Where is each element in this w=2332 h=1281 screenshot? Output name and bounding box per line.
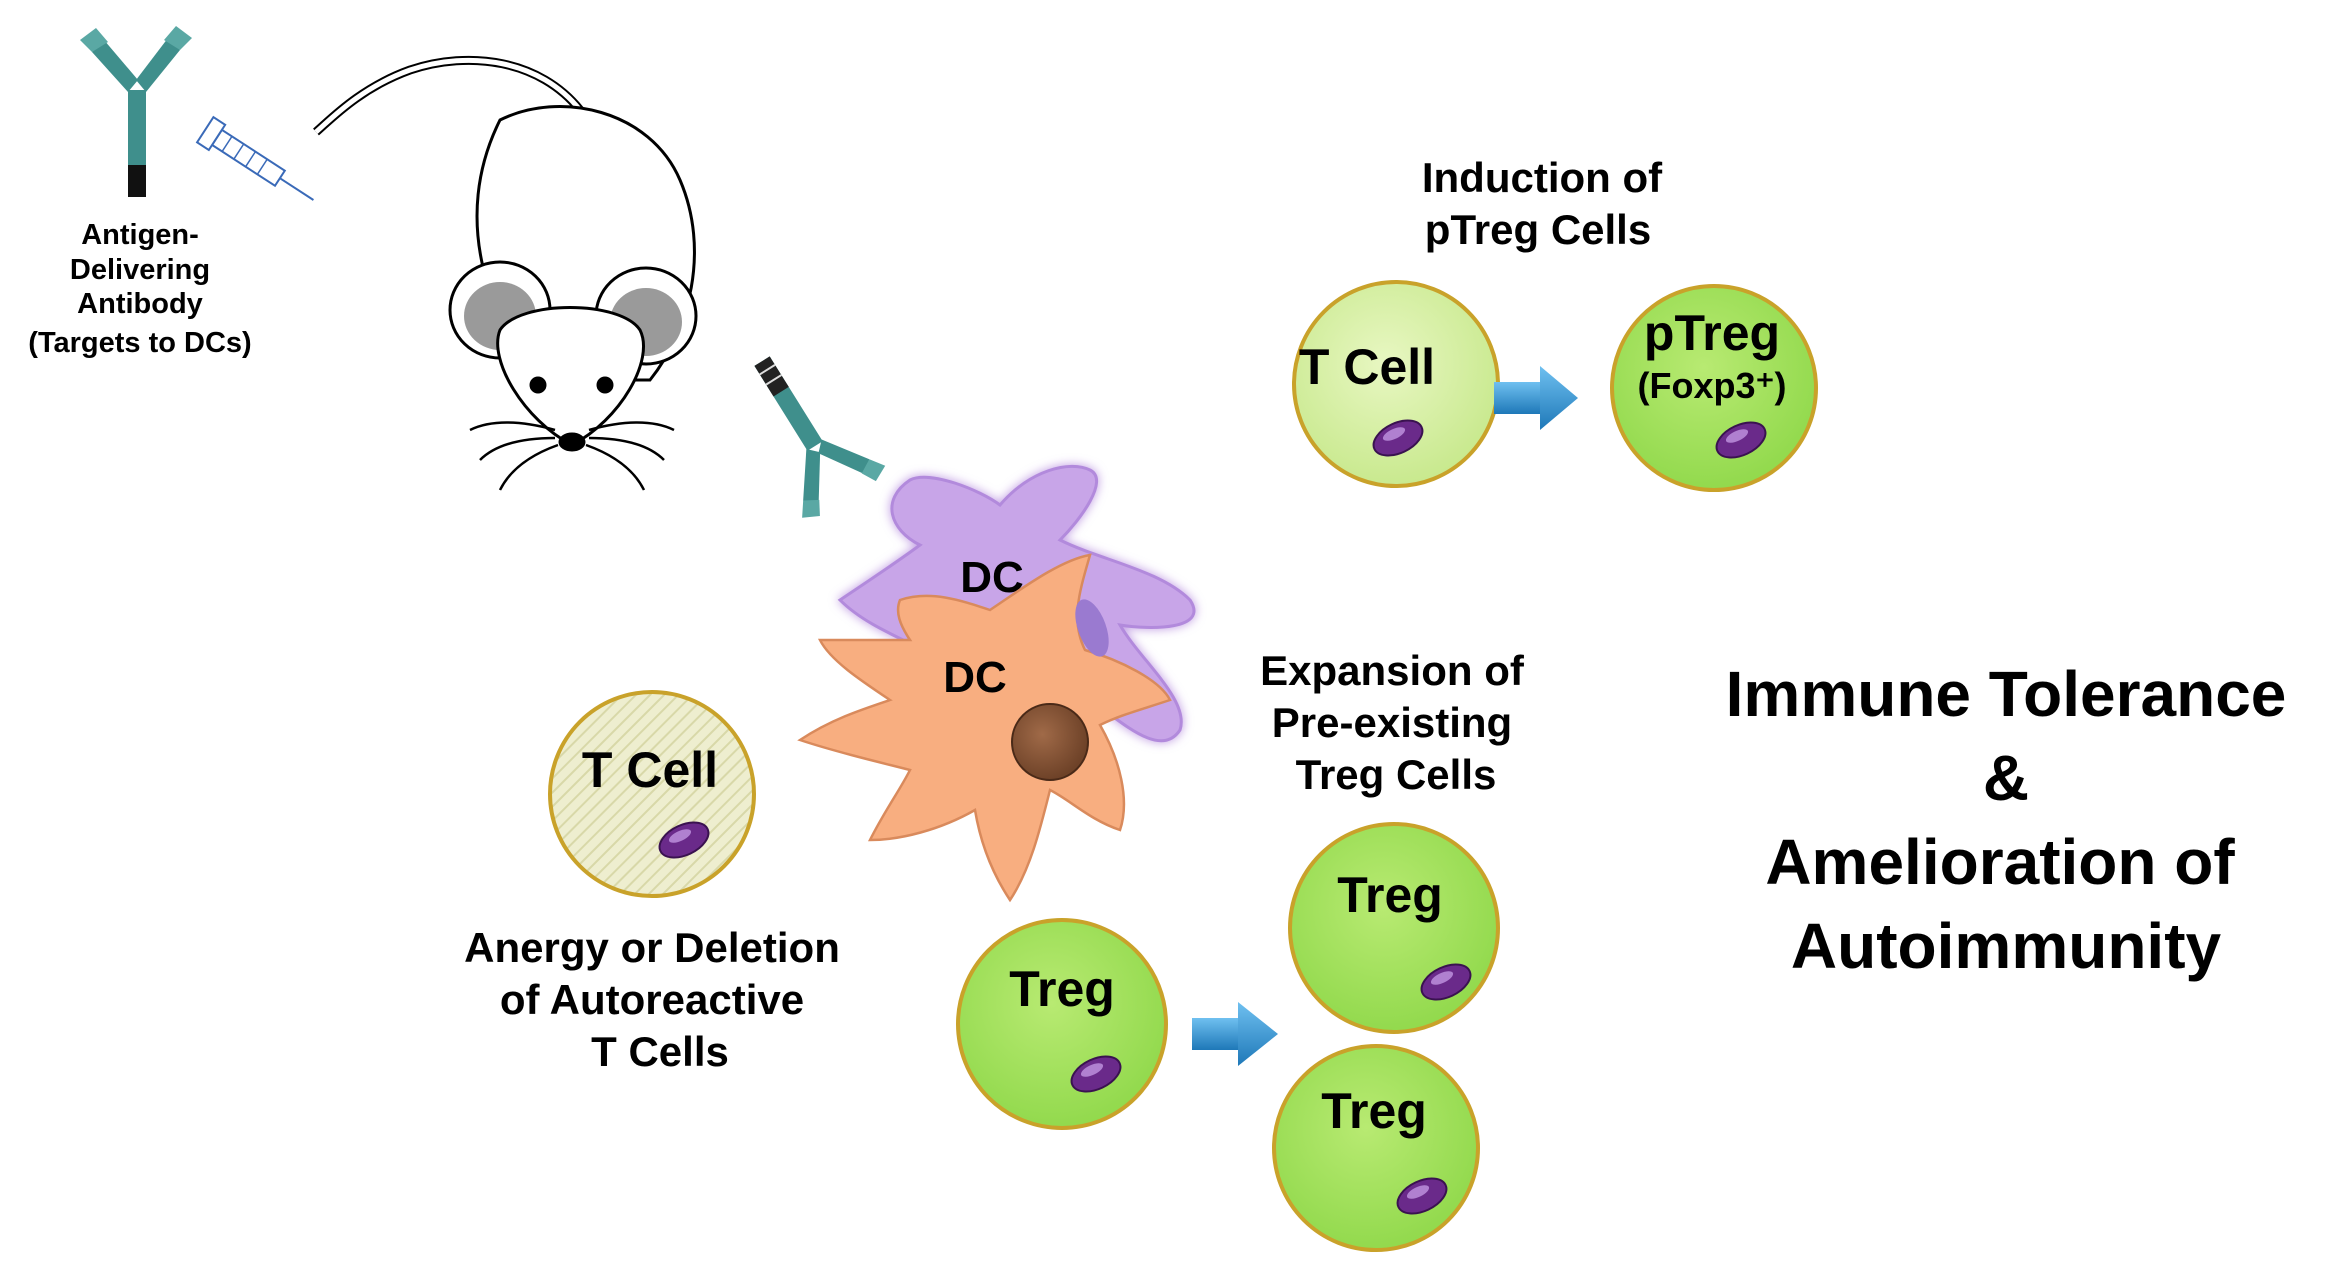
outcome-line1: Immune Tolerance [1726,658,2287,730]
antibody-icon [80,26,192,197]
dc-front-label: DC [943,653,1007,702]
anergy-caption-line3: T Cells [591,1028,729,1075]
antibody-bound-icon [754,356,886,518]
antibody-label-line2: Delivering [70,254,210,286]
syringe-icon [195,115,314,201]
t-cell-anergy-label: T Cell [582,742,718,798]
dc-nucleus [1011,703,1089,781]
outcome-line2: & [1983,742,2029,814]
expansion-title-line1: Expansion of [1260,647,1525,694]
t-cell-induction [1292,280,1500,488]
outcome-line3: Amelioration of [1765,826,2235,898]
treg-bottom-label: Treg [1321,1083,1427,1139]
antibody-label-line3: Antibody [77,288,203,320]
induction-title-line2: pTreg Cells [1425,206,1651,253]
treg-source-label: Treg [1009,961,1115,1017]
antibody-label-line4: (Targets to DCs) [28,327,251,359]
t-cell-anergy [548,690,756,898]
arrow-expansion-icon [1192,1002,1278,1066]
anergy-caption-line1: Anergy or Deletion [464,924,840,971]
ptreg-sub-label: (Foxp3⁺) [1638,365,1787,406]
arrow-induction-icon [1494,366,1578,430]
dendritic-cell-front [797,553,1172,903]
t-cell-induction-label: T Cell [1299,339,1435,395]
antibody-label-line1: Antigen- [81,219,199,251]
anergy-caption-line2: of Autoreactive [500,976,804,1023]
expansion-title-line2: Pre-existing [1272,699,1512,746]
treg-bottom-cell [1272,1044,1480,1252]
induction-title-line1: Induction of [1422,154,1663,201]
expansion-title-line3: Treg Cells [1296,751,1497,798]
mouse-icon [313,55,698,491]
treg-source-cell [956,918,1168,1130]
ptreg-label: pTreg [1644,305,1780,361]
ptreg-cell [1610,284,1818,492]
treg-top-cell [1288,822,1500,1034]
treg-top-label: Treg [1337,867,1443,923]
outcome-line4: Autoimmunity [1791,910,2222,982]
